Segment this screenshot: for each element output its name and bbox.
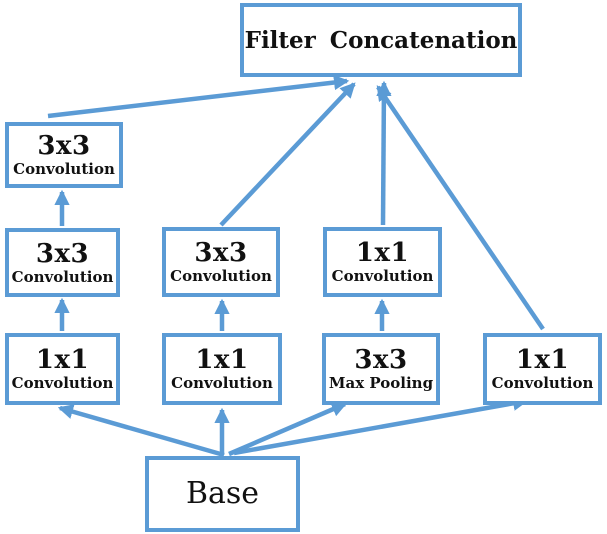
edge-base-to-maxpool-b3 bbox=[228, 401, 348, 457]
node-3x3-convolution-branch1-top: 3x3 Convolution bbox=[5, 122, 123, 188]
node-label-op: Convolution bbox=[170, 267, 272, 285]
node-3x3-max-pooling-branch3: 3x3 Max Pooling bbox=[322, 333, 440, 405]
node-1x1-convolution-branch1: 1x1 Convolution bbox=[5, 333, 120, 405]
edge-conv1x1-b3-to-filter-concat bbox=[376, 80, 392, 226]
edge-base-to-conv1x1-b4 bbox=[233, 395, 529, 456]
node-label-size: 3x3 bbox=[194, 238, 248, 268]
node-3x3-convolution-branch1-mid: 3x3 Convolution bbox=[5, 228, 120, 297]
node-3x3-convolution-branch2: 3x3 Convolution bbox=[162, 227, 280, 297]
edge-base-to-conv1x1-b1 bbox=[57, 404, 225, 458]
node-filter-concatenation: Filter Concatenation bbox=[240, 3, 522, 77]
node-label-op: Convolution bbox=[11, 267, 114, 286]
node-label-op: Convolution bbox=[171, 374, 273, 392]
node-label-size: 1x1 bbox=[515, 345, 570, 375]
node-base: Base bbox=[145, 456, 300, 532]
edge-conv3x3-b2-to-filter-concat bbox=[219, 82, 356, 227]
node-label-size: 3x3 bbox=[354, 345, 408, 375]
node-label-op: Convolution bbox=[491, 374, 594, 392]
node-label: Base bbox=[185, 476, 260, 511]
node-label: Filter Concatenation bbox=[244, 26, 518, 54]
node-label-size: 3x3 bbox=[37, 131, 91, 161]
node-label-size: 1x1 bbox=[355, 238, 410, 268]
node-label-op: Max Pooling bbox=[328, 374, 434, 392]
node-1x1-convolution-branch3: 1x1 Convolution bbox=[323, 227, 442, 297]
node-label-op: Convolution bbox=[11, 374, 114, 392]
node-label-size: 3x3 bbox=[35, 238, 90, 269]
node-label-op: Convolution bbox=[331, 267, 434, 285]
node-label-size: 1x1 bbox=[195, 345, 249, 375]
node-label-size: 1x1 bbox=[35, 345, 90, 375]
node-1x1-convolution-branch4: 1x1 Convolution bbox=[483, 333, 602, 405]
edge-conv3x3-b1-top-to-filter-concat bbox=[47, 74, 350, 119]
edge-conv1x1-b4-to-filter-concat bbox=[376, 85, 545, 331]
node-1x1-convolution-branch2: 1x1 Convolution bbox=[162, 333, 282, 405]
node-label-op: Convolution bbox=[13, 160, 115, 178]
